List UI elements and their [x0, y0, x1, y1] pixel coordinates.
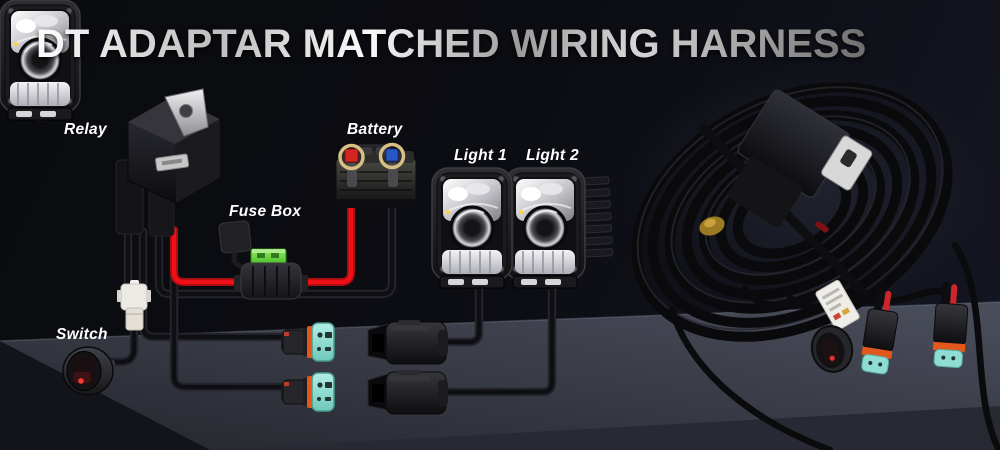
light2-label: Light 2: [526, 147, 579, 164]
harness-product-photo: [631, 82, 1000, 450]
fuse-box-illustration: [218, 220, 308, 300]
battery-illustration: [335, 142, 417, 208]
switch-illustration: [62, 346, 115, 396]
harness-dt-connector-1: [861, 287, 899, 375]
fuse-box-label: Fuse Box: [229, 203, 302, 220]
relay-label: Relay: [64, 121, 108, 138]
dt-connector-pair: [281, 320, 448, 365]
harness-label-tag: [815, 280, 860, 331]
terminal-highlight-ring: [378, 142, 406, 170]
white-connector: [117, 280, 151, 331]
terminal-highlight-ring: [338, 143, 365, 171]
battery-positive-terminal: [344, 148, 359, 163]
harness-switch: [810, 325, 854, 373]
led-pod-light: [0, 0, 81, 122]
switch-label: Switch: [56, 326, 108, 343]
harness-relay: [727, 89, 873, 228]
platform-left-shadow: [0, 341, 210, 450]
red-wire-glimpse: [815, 221, 829, 233]
battery-label: Battery: [347, 121, 404, 138]
pod-lower-lens: [10, 82, 70, 106]
light1-label: Light 1: [454, 147, 507, 164]
pod-lens: [17, 37, 63, 83]
harness-dt-connector-2: [932, 281, 969, 369]
light2-pod: [503, 166, 587, 292]
relay-illustration: [115, 88, 221, 237]
page-title: DT ADAPTAR MATCHED WIRING HARNESS: [36, 22, 867, 66]
harness-branch-wires: [668, 241, 1000, 450]
light1-pod: [430, 166, 514, 292]
dt-female-face: [311, 322, 335, 362]
battery-negative-terminal: [385, 148, 399, 162]
switch-indicator-dot: [78, 378, 84, 384]
